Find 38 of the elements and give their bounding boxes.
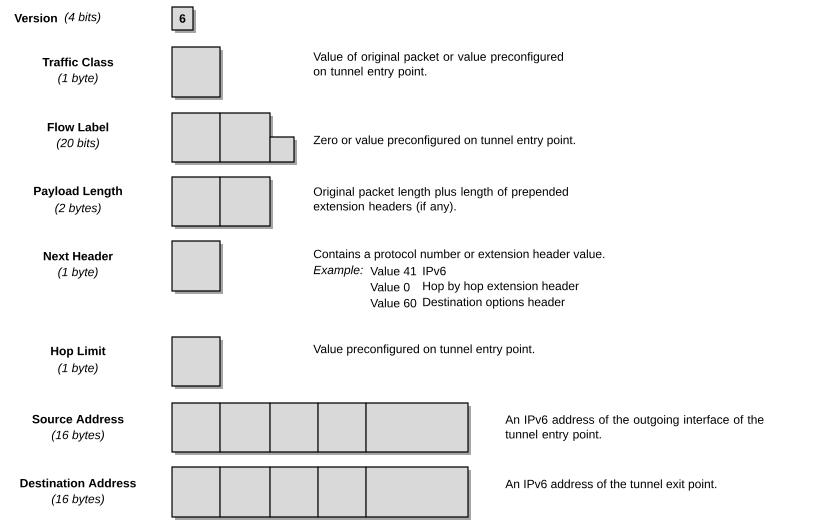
field-box: 6 <box>171 6 196 33</box>
description-text: Original packet length plus length of prepended extension headers (if any). <box>314 187 568 213</box>
field-size: (16 bytes) <box>52 430 104 442</box>
field-size: (20 bits) <box>56 138 99 150</box>
field-box <box>171 336 223 389</box>
field-name: Flow Label <box>48 122 108 132</box>
field-name: Payload Length <box>34 186 122 198</box>
description-text: Value 0 <box>370 282 410 292</box>
field-box <box>171 240 223 294</box>
field-name: Hop Limit <box>51 346 106 358</box>
field-box <box>171 176 273 229</box>
description-text: Hop by hop extension header <box>423 281 579 293</box>
field-size: (1 byte) <box>58 363 98 375</box>
description-text: Value 41 <box>370 266 416 276</box>
field-size: (1 byte) <box>58 267 98 279</box>
field-box <box>171 46 223 100</box>
field-box <box>171 466 471 520</box>
field-size: (1 byte) <box>58 73 98 85</box>
field-box <box>171 402 471 455</box>
field-name: Destination Address <box>20 478 136 488</box>
field-name: Version <box>14 14 57 22</box>
description-text: Value of original packet or value preconfigured on tunnel entry point. <box>313 52 564 78</box>
description-text: Destination options header <box>423 297 565 309</box>
description-text: Zero or value preconfigured on tunnel entry point. <box>314 135 575 147</box>
field-name: Source Address <box>32 414 124 424</box>
field-size: (4 bits) <box>64 12 100 24</box>
field-name: Next Header <box>44 252 113 260</box>
description-text: IPv6 <box>423 266 446 276</box>
description-text: Value preconfigured on tunnel entry point. <box>313 344 534 356</box>
description-text: An IPv6 address of the tunnel exit point. <box>505 479 716 491</box>
description-text: An IPv6 address of the outgoing interface of the tunnel entry point. <box>505 415 764 441</box>
field-size: (16 bytes) <box>52 494 104 506</box>
description-text: Contains a protocol number or extension header value. <box>314 249 604 261</box>
field-name: Traffic Class <box>42 58 114 66</box>
description-text: Value 60 <box>370 298 416 308</box>
field-size: (2 bytes) <box>55 203 101 215</box>
field-box <box>171 112 297 165</box>
example-label: Example: <box>314 265 363 277</box>
